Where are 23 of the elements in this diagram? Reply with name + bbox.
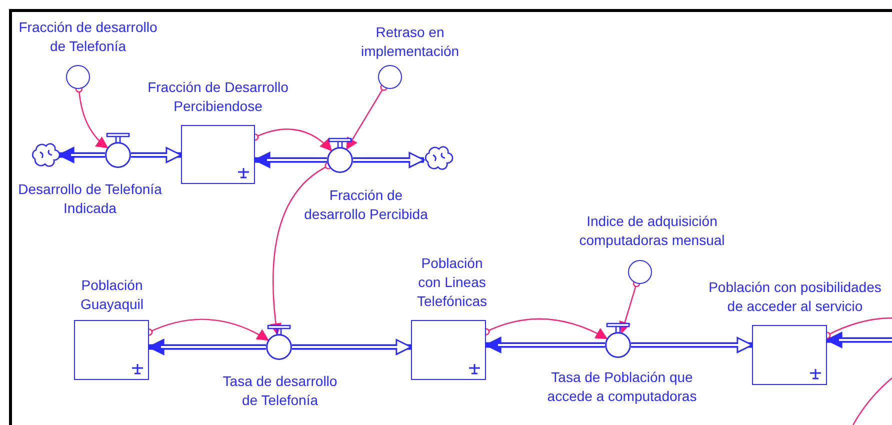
connector-arrow: [346, 84, 388, 150]
variable-label: Población con posibilidades de acceder al servicio: [708, 278, 882, 316]
flow-pipe: [254, 152, 327, 168]
variable-label: Indice de adquisición computadoras mensual: [578, 212, 726, 250]
connector-arrow: [270, 162, 332, 335]
flow-pipe: [631, 336, 753, 354]
variable-label: Población con Lineas Telefónicas: [416, 254, 488, 311]
variable-label: Fracción de Desarrollo Percibiendose: [146, 78, 290, 116]
variable-label: Tasa de desarrollo de Telefonía: [222, 372, 338, 410]
flow-pipe: [353, 152, 425, 168]
variable-label: Fracción de desarrollo Percibida: [303, 186, 429, 224]
flow-pipe: [485, 336, 605, 354]
variable-label: Población Guayaquil: [79, 276, 145, 314]
flow-pipe: [292, 338, 412, 356]
variable-label: Tasa de Población que accede a computadoras: [546, 368, 698, 406]
flow-pipe: [58, 146, 105, 164]
variable-label: Retraso en implementación: [360, 23, 460, 61]
flow-pipe: [131, 146, 182, 164]
flow-pipe: [826, 332, 892, 348]
variable-label: Fracción de desarrollo de Telefonía: [18, 18, 158, 56]
flow-pipe: [148, 338, 266, 356]
variable-label: Desarrollo de Telefonía Indicada: [17, 180, 163, 218]
connector-arrow: [619, 280, 640, 334]
